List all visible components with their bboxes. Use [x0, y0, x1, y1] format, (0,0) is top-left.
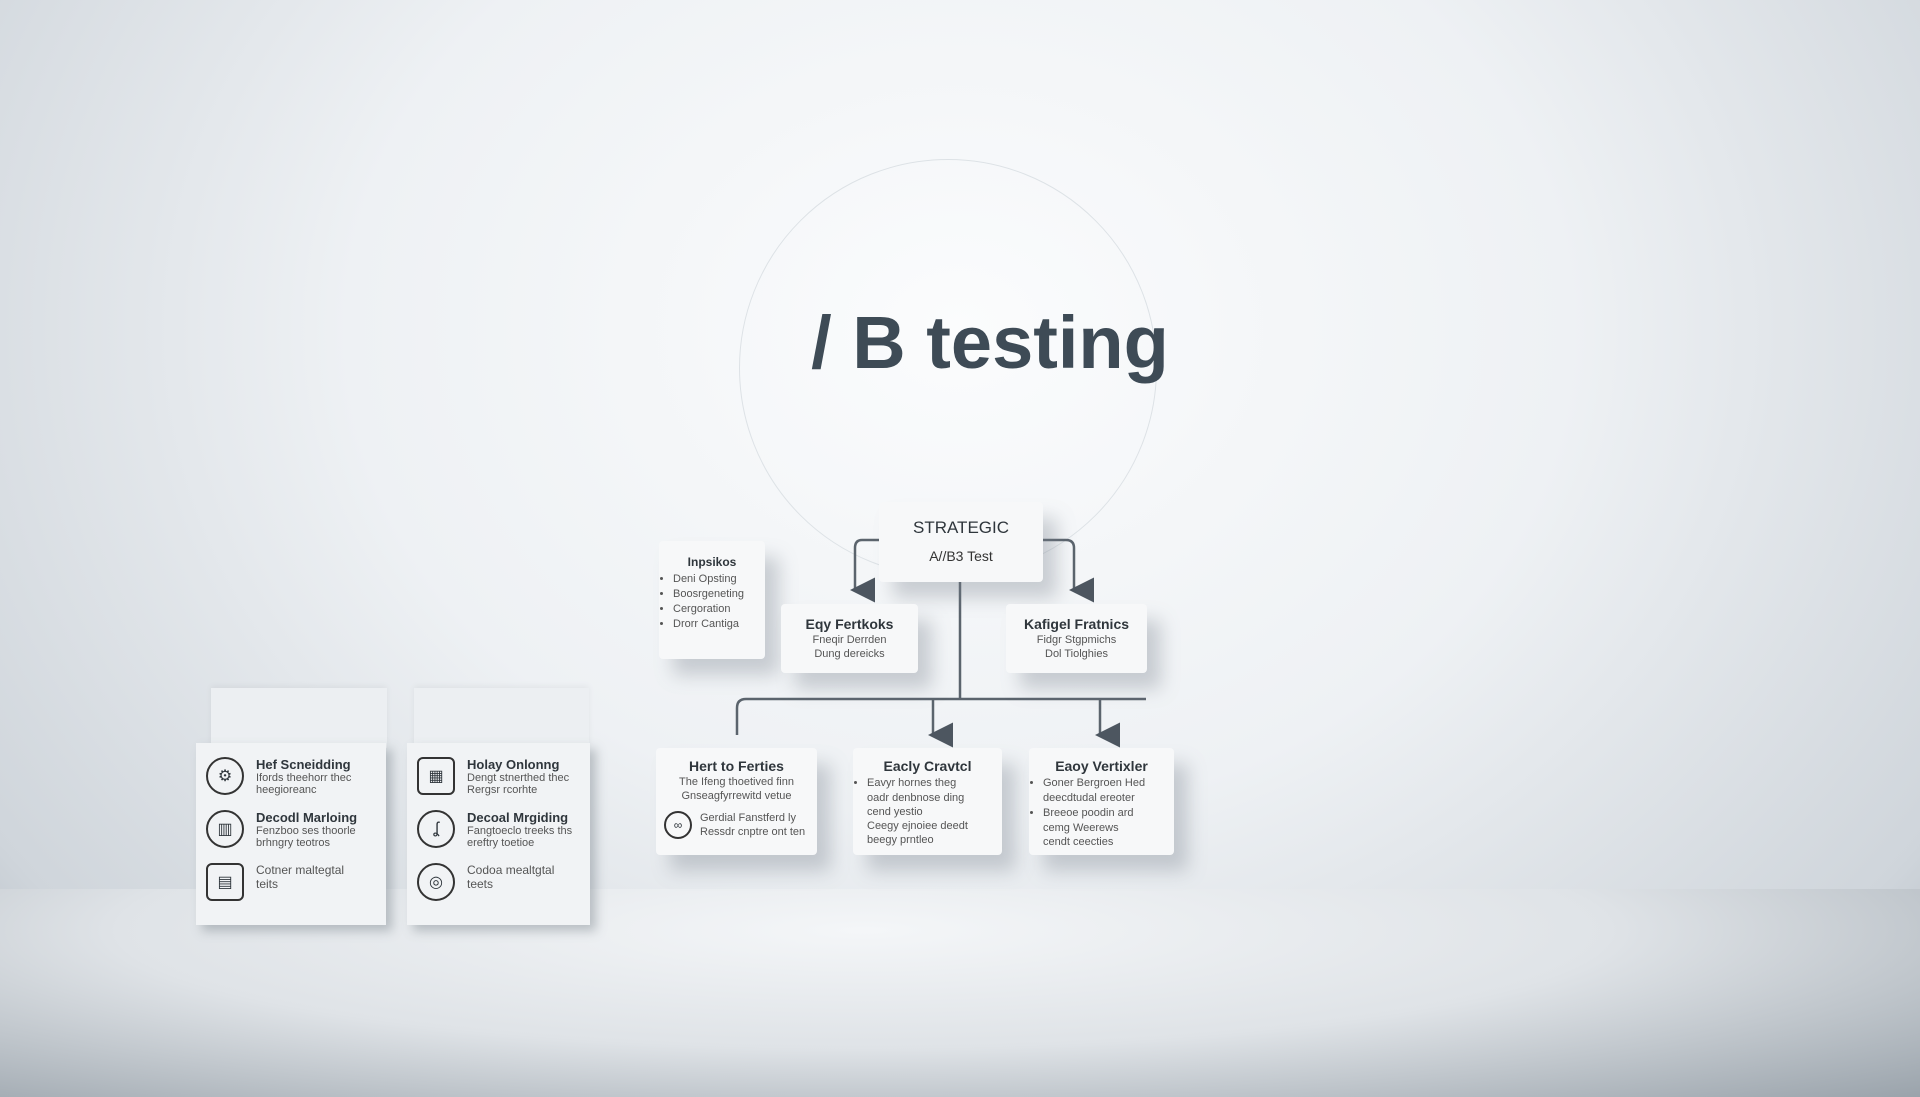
browser-icon: ▦ — [417, 757, 455, 795]
node-line: Breeoe poodin ard — [1043, 807, 1174, 819]
node-line: Goner Bergroen Hed — [1043, 777, 1174, 789]
card-item-text: heegioreanc — [256, 784, 317, 796]
level2-node[interactable]: Hert to Ferties The Ifeng thoetived finn… — [656, 748, 817, 855]
card-back-panel — [414, 688, 589, 748]
node-line: cemg Weerews — [1043, 822, 1119, 834]
root-line2: A//B3 Test — [929, 548, 993, 564]
side-item: Deni Opsting — [673, 573, 765, 585]
node-line: Gnseagfyrrewitd vetue — [681, 790, 792, 802]
root-node[interactable]: STRATEGIC A//B3 Test — [879, 502, 1043, 582]
card-item-title: Decoal Mrgiding — [467, 810, 569, 825]
side-box-title: Inpsikos — [687, 555, 737, 569]
level2-node[interactable]: Eacly Cravtcl Eavyr hornes theg oadr den… — [853, 748, 1002, 855]
link-icon: ∞ — [664, 811, 692, 839]
node-line: beegy prntleo — [867, 834, 934, 846]
node-title: Kafigel Fratnics — [1023, 616, 1130, 632]
node-line: oadr denbnose ding — [867, 792, 965, 804]
side-box[interactable]: Inpsikos Deni Opsting Boosrgeneting Cerg… — [659, 541, 765, 659]
root-line1: STRATEGIC — [912, 518, 1010, 537]
node-line: deecdtudal ereoter — [1043, 792, 1135, 804]
node-line: Dung dereicks — [814, 648, 885, 660]
connector-right — [1043, 538, 1094, 603]
hook-icon: ʆ — [417, 810, 455, 848]
node-title: Eaoy Vertixler — [1055, 758, 1148, 774]
connector-left — [850, 538, 879, 603]
page-title: / B testing — [811, 301, 1169, 384]
card-item-title: Hef Scneidding — [256, 757, 351, 772]
node-line: Fneqir Derrden — [812, 634, 887, 646]
side-item: Drorr Cantiga — [673, 618, 765, 630]
node-line: Eavyr hornes theg — [867, 777, 1002, 789]
node-title: Eacly Cravtcl — [883, 758, 972, 774]
card-item-text: Codoa mealtgtal — [467, 863, 555, 877]
card-item-text: teits — [256, 877, 279, 891]
card-item-text: Rergsr rcorhte — [467, 784, 538, 796]
card-item-text: teets — [467, 877, 494, 891]
card-item-text: Dengt stnerthed thec — [467, 772, 570, 784]
node-line: cendt ceecties — [1043, 836, 1114, 848]
node-line: Ressdr cnptre ont ten — [700, 826, 806, 838]
card-item-text: Fangtoeclo treeks ths — [467, 825, 573, 837]
document-icon: ▤ — [206, 863, 244, 901]
node-title: Eqy Fertkoks — [805, 616, 894, 632]
card-back-panel — [211, 688, 387, 748]
card-item-text: Ifords theehorr thec — [256, 772, 352, 784]
node-line: Dol Tiolghies — [1045, 648, 1108, 660]
level1-node[interactable]: Eqy Fertkoks Fneqir Derrden Dung dereick… — [781, 604, 918, 673]
connector-bus — [735, 697, 1146, 735]
card-item-text: Cotner maltegtal — [256, 863, 345, 877]
node-line: cend yestio — [867, 806, 923, 818]
card-item-title: Decodl Marloing — [256, 810, 358, 825]
target-icon: ◎ — [417, 863, 455, 901]
card-item-title: Holay Onlonng — [467, 757, 560, 772]
chart-icon: ▥ — [206, 810, 244, 848]
node-line: Fidgr Stgpmichs — [1036, 634, 1117, 646]
card-item-text: brhngry teotros — [256, 837, 330, 849]
side-item: Cergoration — [673, 603, 765, 615]
gear-icon: ⚙ — [206, 757, 244, 795]
node-line: The Ifeng thoetived finn — [679, 776, 794, 788]
node-title: Hert to Ferties — [689, 758, 784, 774]
side-item: Boosrgeneting — [673, 588, 765, 600]
card-item-text: Fenzboo ses thoorle — [256, 825, 356, 837]
node-line: Gerdial Fanstferd ly — [700, 812, 796, 824]
level1-node[interactable]: Kafigel Fratnics Fidgr Stgpmichs Dol Tio… — [1006, 604, 1147, 673]
card-item-text: ereftry toetioe — [467, 837, 535, 849]
node-line: Ceegy ejnoiee deedt — [867, 820, 968, 832]
level2-node[interactable]: Eaoy Vertixler Goner Bergroen Hed deecdt… — [1029, 748, 1174, 855]
